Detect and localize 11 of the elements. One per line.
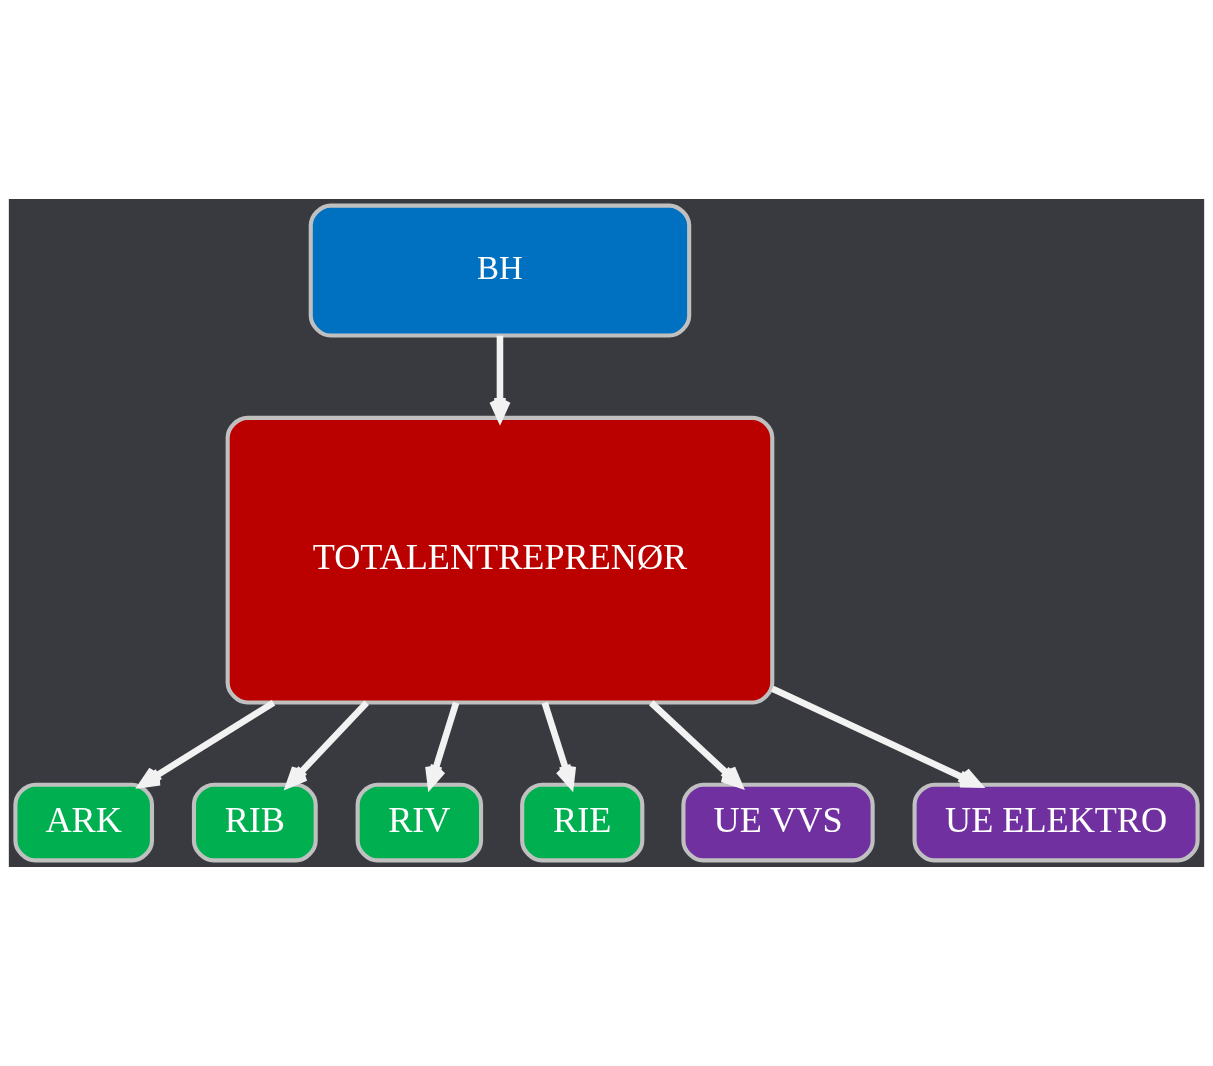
arrow — [285, 700, 369, 788]
node-box: RIV — [355, 782, 484, 863]
node-box: ARK — [13, 782, 155, 863]
arrow — [648, 700, 743, 788]
node-box: TOTALENTREPRENØR — [225, 415, 775, 705]
node-box: UE ELEKTRO — [912, 782, 1200, 863]
node-box: BH — [308, 203, 692, 338]
node-box: RIE — [520, 782, 645, 863]
node-box: UE VVS — [681, 782, 875, 863]
node-box: RIB — [191, 782, 318, 863]
arrow — [138, 699, 276, 788]
